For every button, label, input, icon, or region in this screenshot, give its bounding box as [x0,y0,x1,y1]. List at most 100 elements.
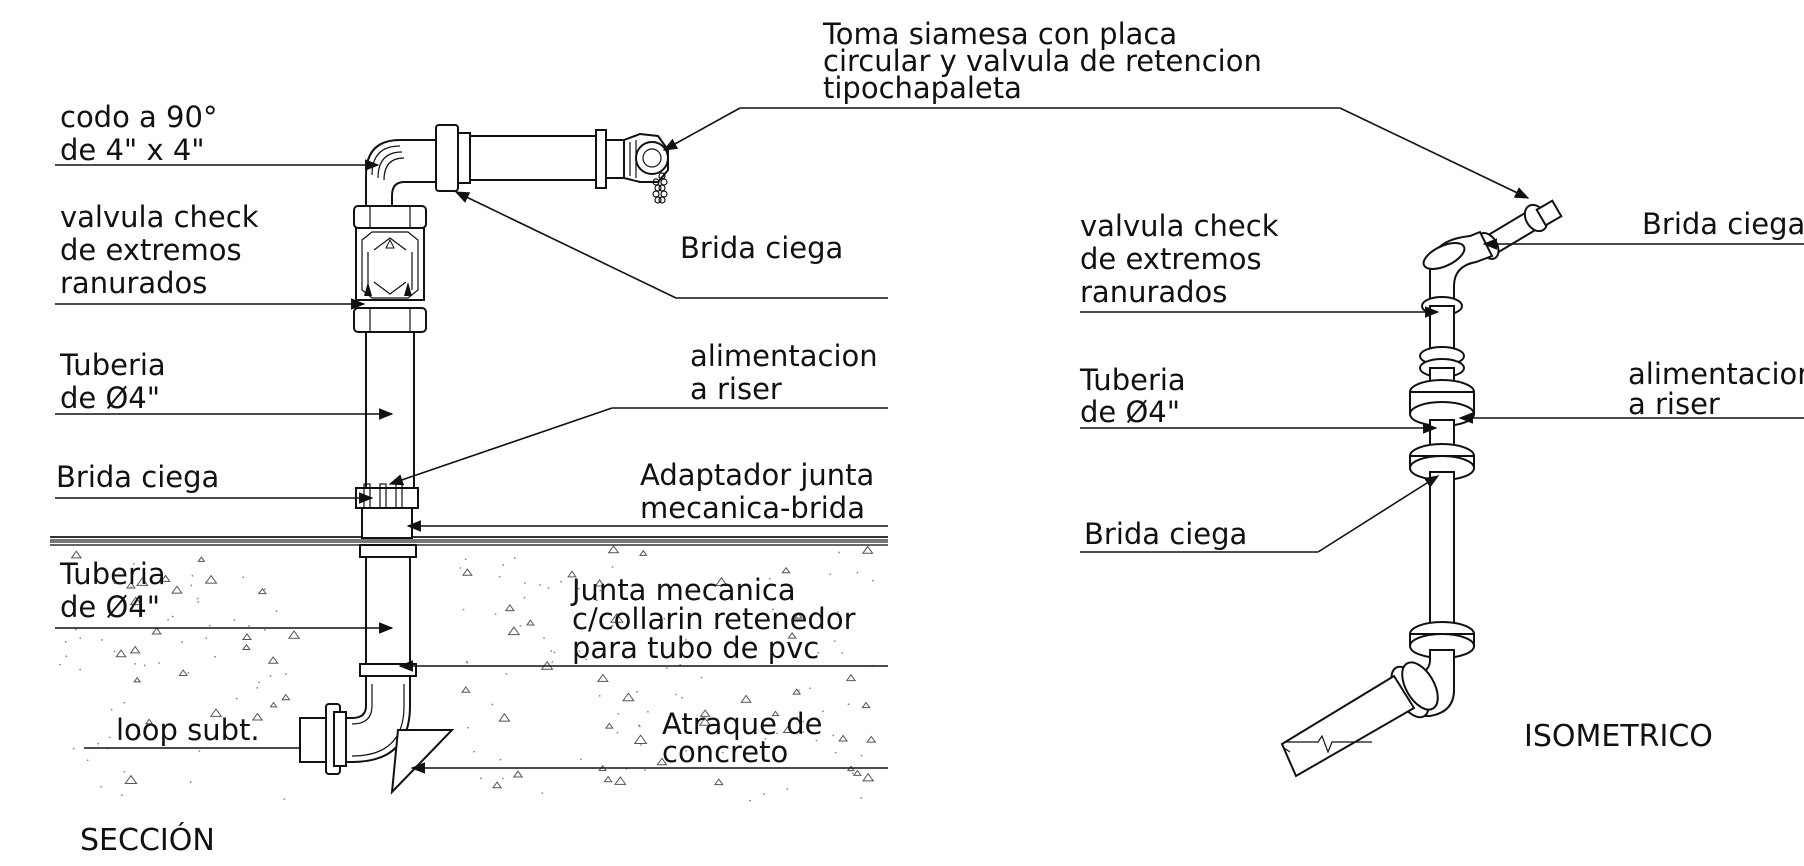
soil-aggregate [242,643,251,651]
soil-dot [499,758,502,761]
iso-label-brida-top: Brida ciega [1642,207,1804,241]
soil-aggregate [699,709,711,717]
label-junta-1: Junta mecanica [570,573,796,607]
soil-dot [611,566,614,568]
soil-aggregate [133,676,142,683]
soil-dot [466,661,469,664]
soil-dot [685,638,688,641]
soil-aggregate [151,627,162,635]
soil-dot [123,770,126,773]
iso-label-check-1: valvula check [1080,209,1279,243]
soil-dot [285,673,287,676]
soil-dot [560,580,562,583]
soil-dot [167,618,169,621]
soil-dot [65,655,68,658]
soil-dot [815,739,818,742]
label-adapt-1: Adaptador junta [640,458,874,492]
soil-aggregate [512,770,524,778]
soil-aggregate [281,693,291,701]
soil-dot [599,589,602,592]
iso-title: ISOMETRICO [1524,719,1713,754]
soil-aggregate [209,708,223,717]
soil-aggregate [594,579,605,587]
soil-dot [578,650,581,652]
soil-aggregate [603,775,613,783]
soil-dot [133,563,135,565]
soil-aggregate [115,649,127,658]
soil-aggregate [614,776,627,785]
soil-dot [498,575,501,578]
soil-dot [190,584,193,587]
soil-dot [181,641,183,643]
soil-dot [539,584,541,586]
soil-dot [647,710,649,713]
soil-dot [494,613,497,615]
soil-dot [258,681,260,684]
soil-dot [837,611,839,613]
label-check-3: ranurados [60,266,207,300]
soil-dot [736,736,739,739]
soil-dot [86,759,89,762]
soil-dot [637,724,640,727]
soil-dot [473,750,476,753]
soil-dot [762,793,765,795]
section-leaders-left [55,159,394,749]
soil-aggregate [492,781,503,789]
soil-aggregate [197,556,206,562]
soil-aggregate [136,577,149,586]
soil-dot [462,608,465,611]
soil-dot [247,625,250,627]
soil-dot [110,708,113,711]
iso-label-check-3: ranurados [1080,275,1227,309]
soil-aggregate [126,581,136,589]
soil-dot [809,687,812,690]
soil-dot [772,608,774,611]
soil-aggregate [787,632,797,639]
soil-aggregate [287,630,301,639]
soil-dot [269,675,272,678]
soil-dot [585,658,588,661]
soil-dot [235,697,238,700]
iso-label-alim-1: alimentacion [1628,357,1804,391]
soil-dot [100,785,102,788]
soil-dot [97,742,100,745]
label-tuberia-1: Tuberia [59,348,166,382]
soil-dot [821,710,824,713]
iso-label-tuberia-1: Tuberia [1079,363,1186,397]
label-toma-3: tipochapaleta [823,71,1022,105]
soil-dot [263,628,266,631]
soil-aggregate [782,725,793,733]
iso-label-tuberia-2: de Ø4" [1080,395,1180,429]
soil-aggregate [861,545,874,554]
soil-dot [611,625,614,627]
soil-dot [263,588,266,591]
section-view: codo a 90° de 4" x 4" valvula check de e… [50,17,1530,858]
soil-aggregate [526,619,535,626]
soil-dot [242,576,245,579]
iso-label-check-2: de extremos [1080,242,1262,276]
soil-aggregate [862,772,875,782]
soil-dot [841,652,844,654]
label-toma-2: circular y valvula de retencion [823,44,1262,78]
soil-aggregate [771,710,780,717]
soil-aggregate [633,734,648,744]
soil-dot [113,582,116,585]
soil-aggregate [793,612,803,619]
soil-dot [764,737,767,740]
soil-dot [860,797,863,799]
soil-dot [550,649,553,652]
label-codo-1: codo a 90° [60,100,217,134]
ground-line [50,536,888,546]
soil-dot [505,673,508,675]
soil-dot [834,751,837,754]
soil-aggregate [567,570,577,578]
soil-dot [197,601,200,603]
soil-dot [59,663,61,666]
soil-aggregate [607,545,620,554]
soil-dot [596,599,598,602]
soil-dot [553,651,556,654]
soil-dot [502,564,504,567]
soil-aggregate [861,701,871,709]
soil-aggregate [713,778,724,786]
